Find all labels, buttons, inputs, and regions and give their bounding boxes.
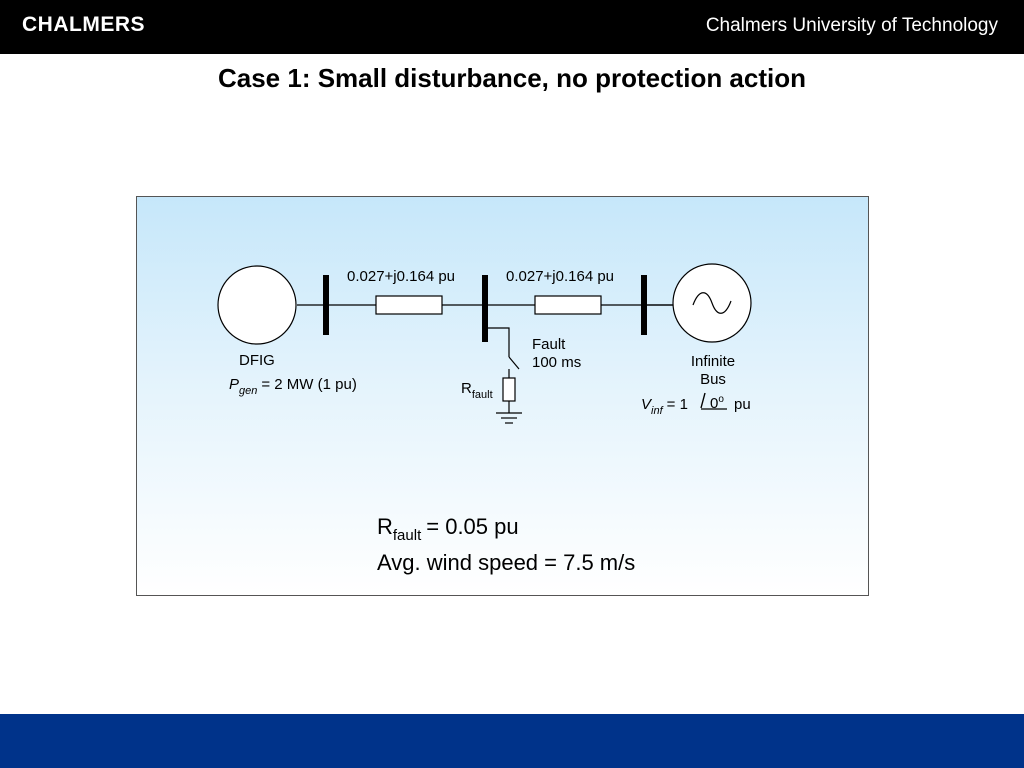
line1-impedance-label: 0.027+j0.164 pu [347, 268, 455, 285]
line2-impedance-label: 0.027+j0.164 pu [506, 268, 614, 285]
fault-branch-wire [488, 327, 510, 357]
footer-bar [0, 714, 1024, 768]
line2-impedance-symbol [534, 295, 602, 315]
generator-bus-bar [323, 275, 329, 335]
rfault-parameter: Rfault= 0.05 pu [377, 514, 519, 544]
dfig-label: DFIG [239, 352, 275, 369]
header-bar: CHALMERS Chalmers University of Technolo… [0, 0, 1024, 54]
vinf-label: Vinf= 1 [641, 396, 688, 417]
fault-duration-label: 100 ms [532, 354, 581, 371]
vinf-unit-label: pu [734, 396, 751, 413]
rfault-label: Rfault [461, 380, 493, 401]
wind-speed-parameter: Avg. wind speed = 7.5 m/s [377, 550, 635, 575]
fault-bus-bar [482, 275, 488, 342]
fault-switch-icon [508, 356, 520, 370]
dfig-generator-symbol [217, 265, 297, 345]
pgen-label: Pgen= 2 MW (1 pu) [229, 376, 357, 397]
infinite-bus-label-line2: Bus [700, 371, 726, 388]
slide-title: Case 1: Small disturbance, no protection… [217, 63, 806, 93]
chalmers-logo: CHALMERS [22, 13, 145, 36]
circuit-diagram: 0.027+j0.164 pu 0.027+j0.164 pu DFIG Pge… [217, 263, 752, 575]
fault-resistor-symbol [502, 377, 516, 402]
infinite-bus-label-line1: Infinite [691, 353, 735, 370]
institution-name: Chalmers University of Technology [705, 15, 998, 36]
infinite-bus-bar [641, 275, 647, 335]
line1-impedance-symbol [375, 295, 443, 315]
sine-wave-icon [692, 292, 732, 314]
circuit-diagram-panel: 0.027+j0.164 pu 0.027+j0.164 pu DFIG Pge… [136, 196, 869, 596]
vinf-angle-label: 0o [710, 394, 724, 412]
fault-label: Fault [532, 336, 566, 353]
angle-symbol-icon [700, 392, 706, 409]
